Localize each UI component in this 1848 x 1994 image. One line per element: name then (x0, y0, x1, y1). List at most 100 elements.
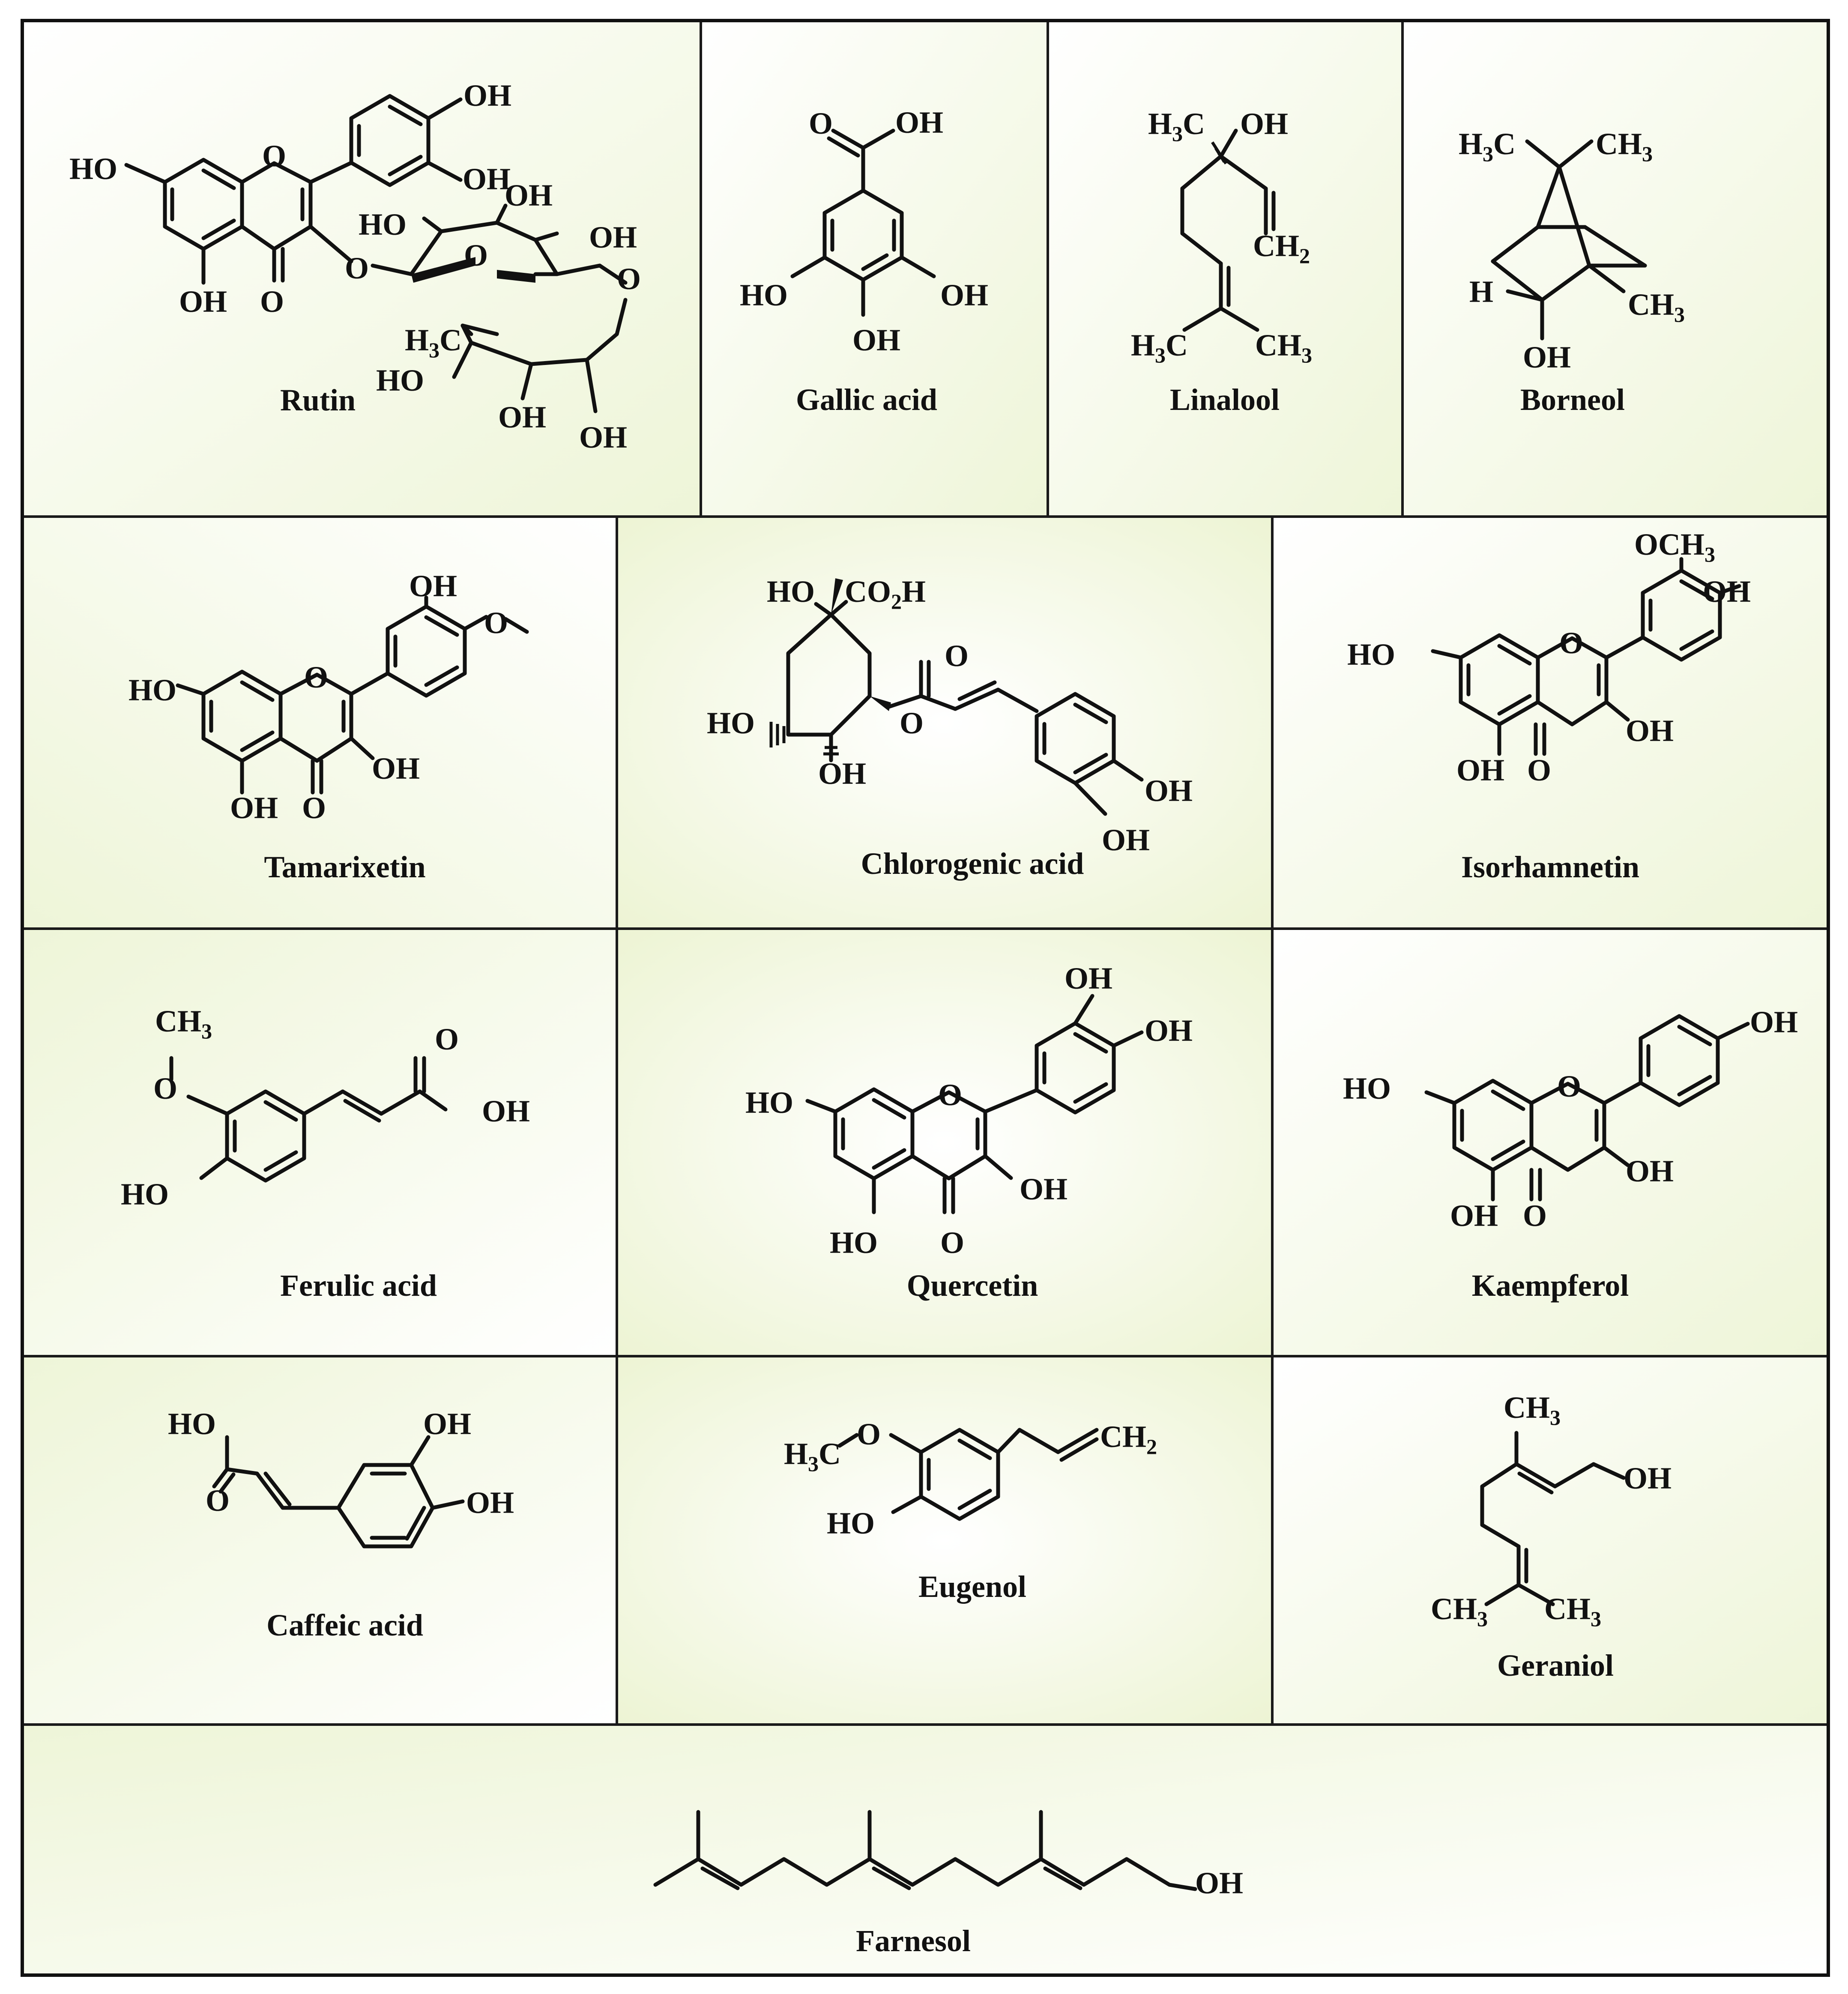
chlorogenic-acid-group: HO (767, 574, 815, 609)
tamarixetin-group: OH (409, 569, 457, 603)
panel-tamarixetin (21, 515, 618, 930)
panel-geraniol (1271, 1355, 1830, 1726)
caffeic-acid-group: O (206, 1483, 230, 1518)
molecule-eugenol: H3C O CH2 HO Eugenol (784, 1417, 1157, 1604)
ferulic-acid-group: O (153, 1071, 177, 1106)
eugenol-bonds (837, 1428, 1099, 1521)
ferulic-acid-label: Ferulic acid (280, 1268, 437, 1303)
quercetin-group: OH (1065, 961, 1112, 996)
molecule-gallic-acid: O OH HO OH OH Gallic acid (740, 105, 988, 417)
quercetin-group: O (940, 1226, 964, 1260)
isorhamnetin-group: OH (1703, 574, 1751, 609)
rutin-group: OH (579, 420, 627, 454)
kaempferol-group: O (1523, 1199, 1547, 1233)
gallic-acid-label: Gallic acid (796, 383, 937, 417)
tamarixetin-group: O (302, 791, 326, 825)
panel-caffeic-acid (21, 1355, 618, 1726)
geraniol-group: CH3 (1544, 1592, 1601, 1631)
kaempferol-group: HO (1343, 1071, 1391, 1106)
tamarixetin-group: O (304, 660, 328, 694)
tamarixetin-group: OH (230, 791, 278, 825)
kaempferol-bonds (1424, 1014, 1750, 1202)
gallic-acid-bonds (790, 129, 936, 317)
molecule-caffeic-acid: HO O OH OH Caffeic acid (168, 1407, 514, 1642)
rutin-group: HO (69, 152, 117, 186)
kaempferol-label: Kaempferol (1472, 1268, 1629, 1303)
chlorogenic-acid-hashed-bonds (769, 722, 839, 756)
eugenol-group: CH2 (1100, 1420, 1157, 1459)
panel-borneol (1401, 19, 1830, 518)
quercetin-group: O (938, 1078, 962, 1112)
rutin-group: OH (463, 78, 511, 113)
chlorogenic-acid-group: OH (1145, 774, 1193, 808)
ferulic-acid-group: O (435, 1022, 459, 1056)
kaempferol-group: OH (1750, 1005, 1798, 1039)
gallic-acid-group: OH (895, 105, 943, 140)
chlorogenic-acid-bonds (786, 600, 1144, 816)
chlorogenic-acid-group: OH (818, 756, 866, 791)
molecule-quercetin: OH OH HO O OH HO O Quercetin (745, 961, 1193, 1303)
molecule-ferulic-acid: CH3 O O OH HO Ferulic acid (121, 1004, 530, 1303)
geraniol-bonds (1480, 1431, 1626, 1606)
linalool-bonds (1180, 154, 1276, 332)
molecule-chlorogenic-acid: HO CO2H HO O O OH OH OH Chlorogenic acid (707, 574, 1193, 881)
molecule-isorhamnetin: OCH3 OH HO O OH OH O Isorhamnetin (1347, 527, 1751, 884)
borneol-bonds (1491, 139, 1647, 341)
ferulic-acid-group: HO (121, 1177, 169, 1211)
chlorogenic-acid-group: HO (707, 706, 755, 740)
caffeic-acid-group: HO (168, 1407, 216, 1441)
chlorogenic-acid-group: OH (1102, 823, 1150, 857)
rutin-group: HO (359, 207, 407, 242)
eugenol-label: Eugenol (918, 1569, 1026, 1604)
rutin-group: OH (179, 284, 227, 319)
rutin-group: O (262, 139, 286, 173)
linalool-group: OH (1240, 107, 1288, 141)
borneol-group: OH (1523, 340, 1571, 374)
ferulic-acid-group: CH3 (155, 1004, 212, 1043)
panel-farnesol (21, 1723, 1830, 1976)
rutin-group: OH (505, 178, 553, 212)
rutin-group: OH (498, 400, 546, 434)
kaempferol-group: OH (1626, 1154, 1674, 1188)
rutin-group: O (345, 251, 369, 285)
isorhamnetin-group: O (1559, 626, 1583, 660)
ferulic-acid-bonds (169, 1056, 448, 1183)
gallic-acid-group: HO (740, 278, 788, 312)
gallic-acid-group: O (809, 106, 833, 141)
eugenol-group: H3C (784, 1437, 841, 1476)
tamarixetin-bonds (176, 595, 529, 795)
isorhamnetin-bonds (1431, 557, 1741, 756)
caffeic-acid-bonds (212, 1435, 465, 1549)
rutin-group: O (260, 284, 284, 319)
rutin-bonds (124, 94, 628, 413)
isorhamnetin-group: OH (1626, 714, 1674, 748)
isorhamnetin-group: OCH3 (1634, 527, 1715, 566)
ferulic-acid-group: OH (482, 1094, 530, 1128)
tamarixetin-label: Tamarixetin (264, 850, 425, 884)
farnesol-bonds (653, 1810, 1197, 1891)
panel-linalool (1047, 19, 1404, 518)
rutin-group: O (464, 238, 488, 272)
molecule-farnesol: OH Farnesol (653, 1810, 1243, 1958)
geraniol-group: CH3 (1504, 1390, 1561, 1429)
gallic-acid-group: OH (852, 323, 900, 357)
quercetin-group: OH (1145, 1013, 1193, 1048)
molecule-rutin: OH HO OH OH HO OH OH O O O O O H3C HO OH… (69, 78, 641, 454)
rutin-label: Rutin (280, 383, 356, 417)
figure-frame (21, 19, 1830, 1977)
geraniol-label: Geraniol (1497, 1648, 1614, 1683)
quercetin-group: HO (745, 1085, 793, 1120)
panel-gallic-acid (700, 19, 1049, 518)
isorhamnetin-label: Isorhamnetin (1461, 850, 1639, 884)
tamarixetin-group: HO (129, 673, 176, 707)
linalool-group: CH2 (1253, 229, 1310, 268)
kaempferol-group: O (1557, 1069, 1581, 1103)
molecule-geraniol: CH3 OH CH3 CH3 Geraniol (1431, 1390, 1672, 1683)
eugenol-group: HO (827, 1506, 875, 1540)
geraniol-group: CH3 (1431, 1592, 1488, 1631)
linalool-group: CH3 (1255, 328, 1312, 367)
rutin-group: OH (589, 220, 637, 254)
molecule-kaempferol: OH HO O OH OH O Kaempferol (1343, 1005, 1798, 1303)
panel-chlorogenic-acid (616, 515, 1274, 930)
